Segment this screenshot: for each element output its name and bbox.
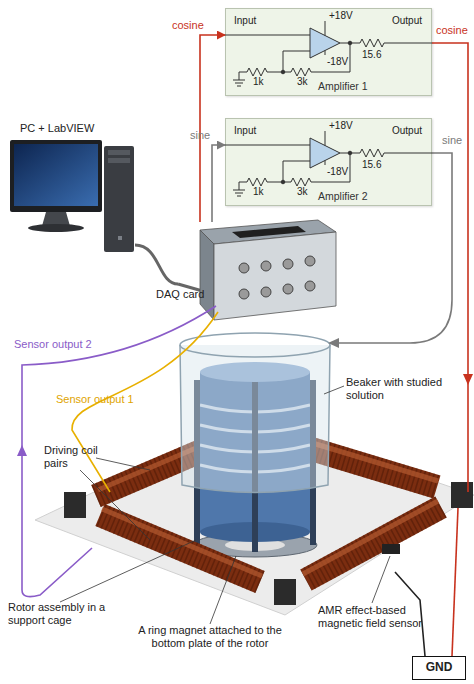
driving-coil bbox=[102, 509, 262, 576]
ground-box: GND bbox=[412, 656, 466, 680]
computer-label: PC + LabVIEW bbox=[20, 122, 94, 134]
callout-label: AMR effect-based magnetic field sensor bbox=[318, 604, 450, 629]
signal-label: Sensor output 1 bbox=[56, 393, 134, 406]
driving-coil bbox=[306, 507, 441, 580]
callout-label: Rotor assembly in a support cage bbox=[8, 601, 130, 626]
leader-line bbox=[324, 386, 344, 394]
computer-illustration bbox=[28, 224, 84, 232]
signal-label: sine bbox=[190, 129, 210, 142]
callout-label: Driving coil pairs bbox=[44, 444, 108, 469]
signal-label: Output bbox=[392, 15, 422, 26]
computer-illustration bbox=[104, 146, 134, 252]
voltage-label: -18V bbox=[327, 166, 348, 177]
computer-illustration bbox=[10, 140, 134, 252]
daq-device bbox=[178, 220, 336, 320]
device-label: DAQ card bbox=[156, 288, 204, 300]
wire bbox=[432, 43, 468, 492]
wire-arrow bbox=[328, 338, 339, 348]
daq-device bbox=[200, 230, 214, 320]
driving-coil bbox=[100, 515, 260, 582]
signal-label: cosine bbox=[436, 24, 468, 37]
leader-line bbox=[60, 540, 196, 602]
pole-block bbox=[64, 482, 473, 605]
amplifier-title: Amplifier 2 bbox=[318, 191, 368, 203]
leader-line bbox=[60, 386, 390, 624]
voltage-label: +18V bbox=[329, 120, 353, 131]
computer-illustration bbox=[14, 144, 98, 206]
beaker bbox=[180, 333, 330, 357]
driving-coil bbox=[100, 515, 260, 582]
daq-device bbox=[305, 256, 315, 266]
signal-label: Input bbox=[234, 15, 256, 26]
amplifier-box: Input +18V Output -18V 1k 3k 15.6Amplifier 2 bbox=[225, 118, 432, 206]
amplifier-box: Input +18V Output -18V 1k 3k 15.6Amplifier 1 bbox=[225, 8, 432, 96]
daq-device bbox=[261, 287, 271, 297]
computer-node: PC + LabVIEW bbox=[8, 118, 135, 258]
signal-label: Sensor output 2 bbox=[14, 338, 92, 351]
resistor-value: 3k bbox=[297, 186, 308, 197]
signal-label: sine bbox=[442, 134, 462, 147]
ground-label: GND bbox=[413, 657, 465, 678]
signal-wire bbox=[135, 245, 178, 284]
daq-device bbox=[214, 232, 336, 320]
leader-line bbox=[372, 556, 390, 603]
resistor-value: 1k bbox=[253, 186, 264, 197]
signal-label: Input bbox=[234, 125, 256, 136]
daq-device bbox=[239, 256, 315, 299]
daq-card-node: DAQ card bbox=[178, 222, 336, 322]
resistor-value: 1k bbox=[253, 76, 264, 87]
daq-device bbox=[283, 284, 293, 294]
signal-wire bbox=[212, 145, 225, 222]
computer-illustration bbox=[118, 236, 122, 240]
leader-line bbox=[210, 556, 236, 624]
beaker bbox=[180, 333, 330, 493]
computer-illustration bbox=[108, 158, 130, 163]
amr-sensor bbox=[382, 544, 400, 554]
amplifier-title: Amplifier 1 bbox=[318, 81, 368, 93]
wire-arrow bbox=[463, 374, 473, 385]
resistor-value: 15.6 bbox=[362, 49, 381, 60]
computer-illustration bbox=[10, 140, 102, 212]
voltage-label: -18V bbox=[327, 56, 348, 67]
beaker bbox=[180, 345, 330, 493]
driving-coil bbox=[303, 501, 438, 574]
leader-line bbox=[80, 470, 150, 540]
signal-wire bbox=[200, 35, 225, 222]
wire-arrow bbox=[17, 338, 473, 456]
pole-block bbox=[274, 579, 296, 605]
daq-device bbox=[305, 281, 315, 291]
daq-device bbox=[261, 261, 271, 271]
driving-coil bbox=[306, 507, 441, 580]
wire-arrow bbox=[17, 445, 27, 456]
resistor-value: 15.6 bbox=[362, 159, 381, 170]
callout-label: Beaker with studied solution bbox=[346, 376, 464, 401]
computer-illustration bbox=[108, 150, 130, 155]
pole-block bbox=[64, 492, 86, 518]
voltage-label: +18V bbox=[329, 10, 353, 21]
driving-coil bbox=[100, 501, 441, 582]
daq-device bbox=[239, 263, 249, 273]
daq-device bbox=[239, 289, 249, 299]
wire bbox=[452, 508, 458, 656]
signal-label: Output bbox=[392, 125, 422, 136]
daq-device bbox=[232, 226, 306, 238]
pole-block bbox=[451, 482, 473, 508]
leader-line bbox=[96, 458, 150, 470]
callout-label: A ring magnet attached to the bottom pla… bbox=[136, 624, 284, 649]
amr-sensor bbox=[382, 544, 400, 554]
resistor-value: 3k bbox=[297, 76, 308, 87]
daq-device bbox=[283, 259, 293, 269]
signal-label: cosine bbox=[172, 19, 204, 32]
computer-illustration bbox=[42, 212, 70, 226]
